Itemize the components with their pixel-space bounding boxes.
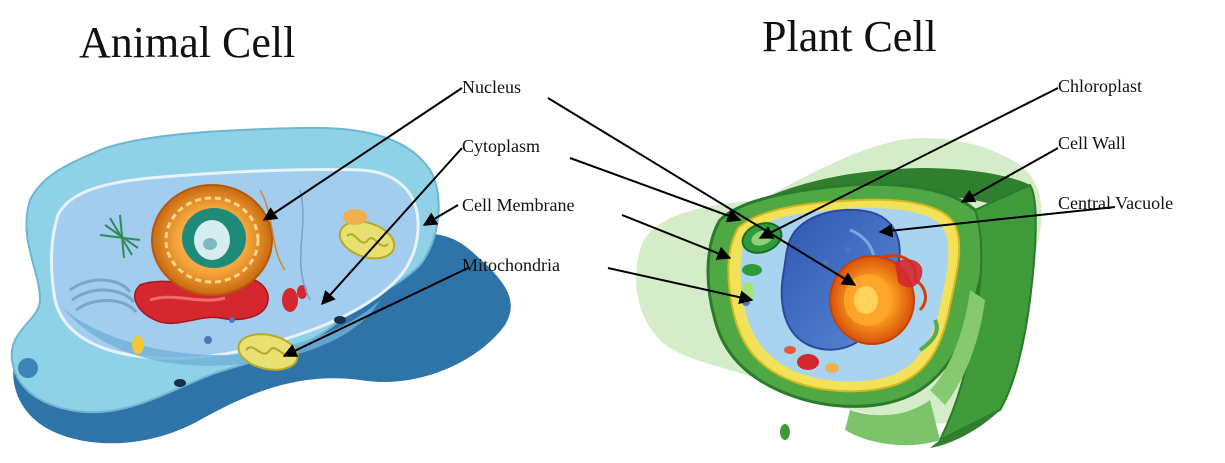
label-central-vacuole: Central Vacuole bbox=[1058, 194, 1173, 212]
label-mitochondria: Mitochondria bbox=[462, 256, 560, 274]
animal-nucleus bbox=[152, 185, 272, 295]
label-cell-wall: Cell Wall bbox=[1058, 134, 1126, 152]
animal-cell-title: Animal Cell bbox=[79, 21, 295, 65]
plant-cell-title: Plant Cell bbox=[762, 15, 937, 59]
arrow-cytoplasm-plant bbox=[570, 158, 740, 220]
label-nucleus: Nucleus bbox=[462, 78, 521, 96]
plant-cell bbox=[636, 138, 1041, 448]
label-cell-membrane: Cell Membrane bbox=[462, 196, 574, 214]
label-cytoplasm: Cytoplasm bbox=[462, 137, 540, 155]
label-chloroplast: Chloroplast bbox=[1058, 77, 1142, 95]
animal-cell bbox=[12, 128, 511, 443]
